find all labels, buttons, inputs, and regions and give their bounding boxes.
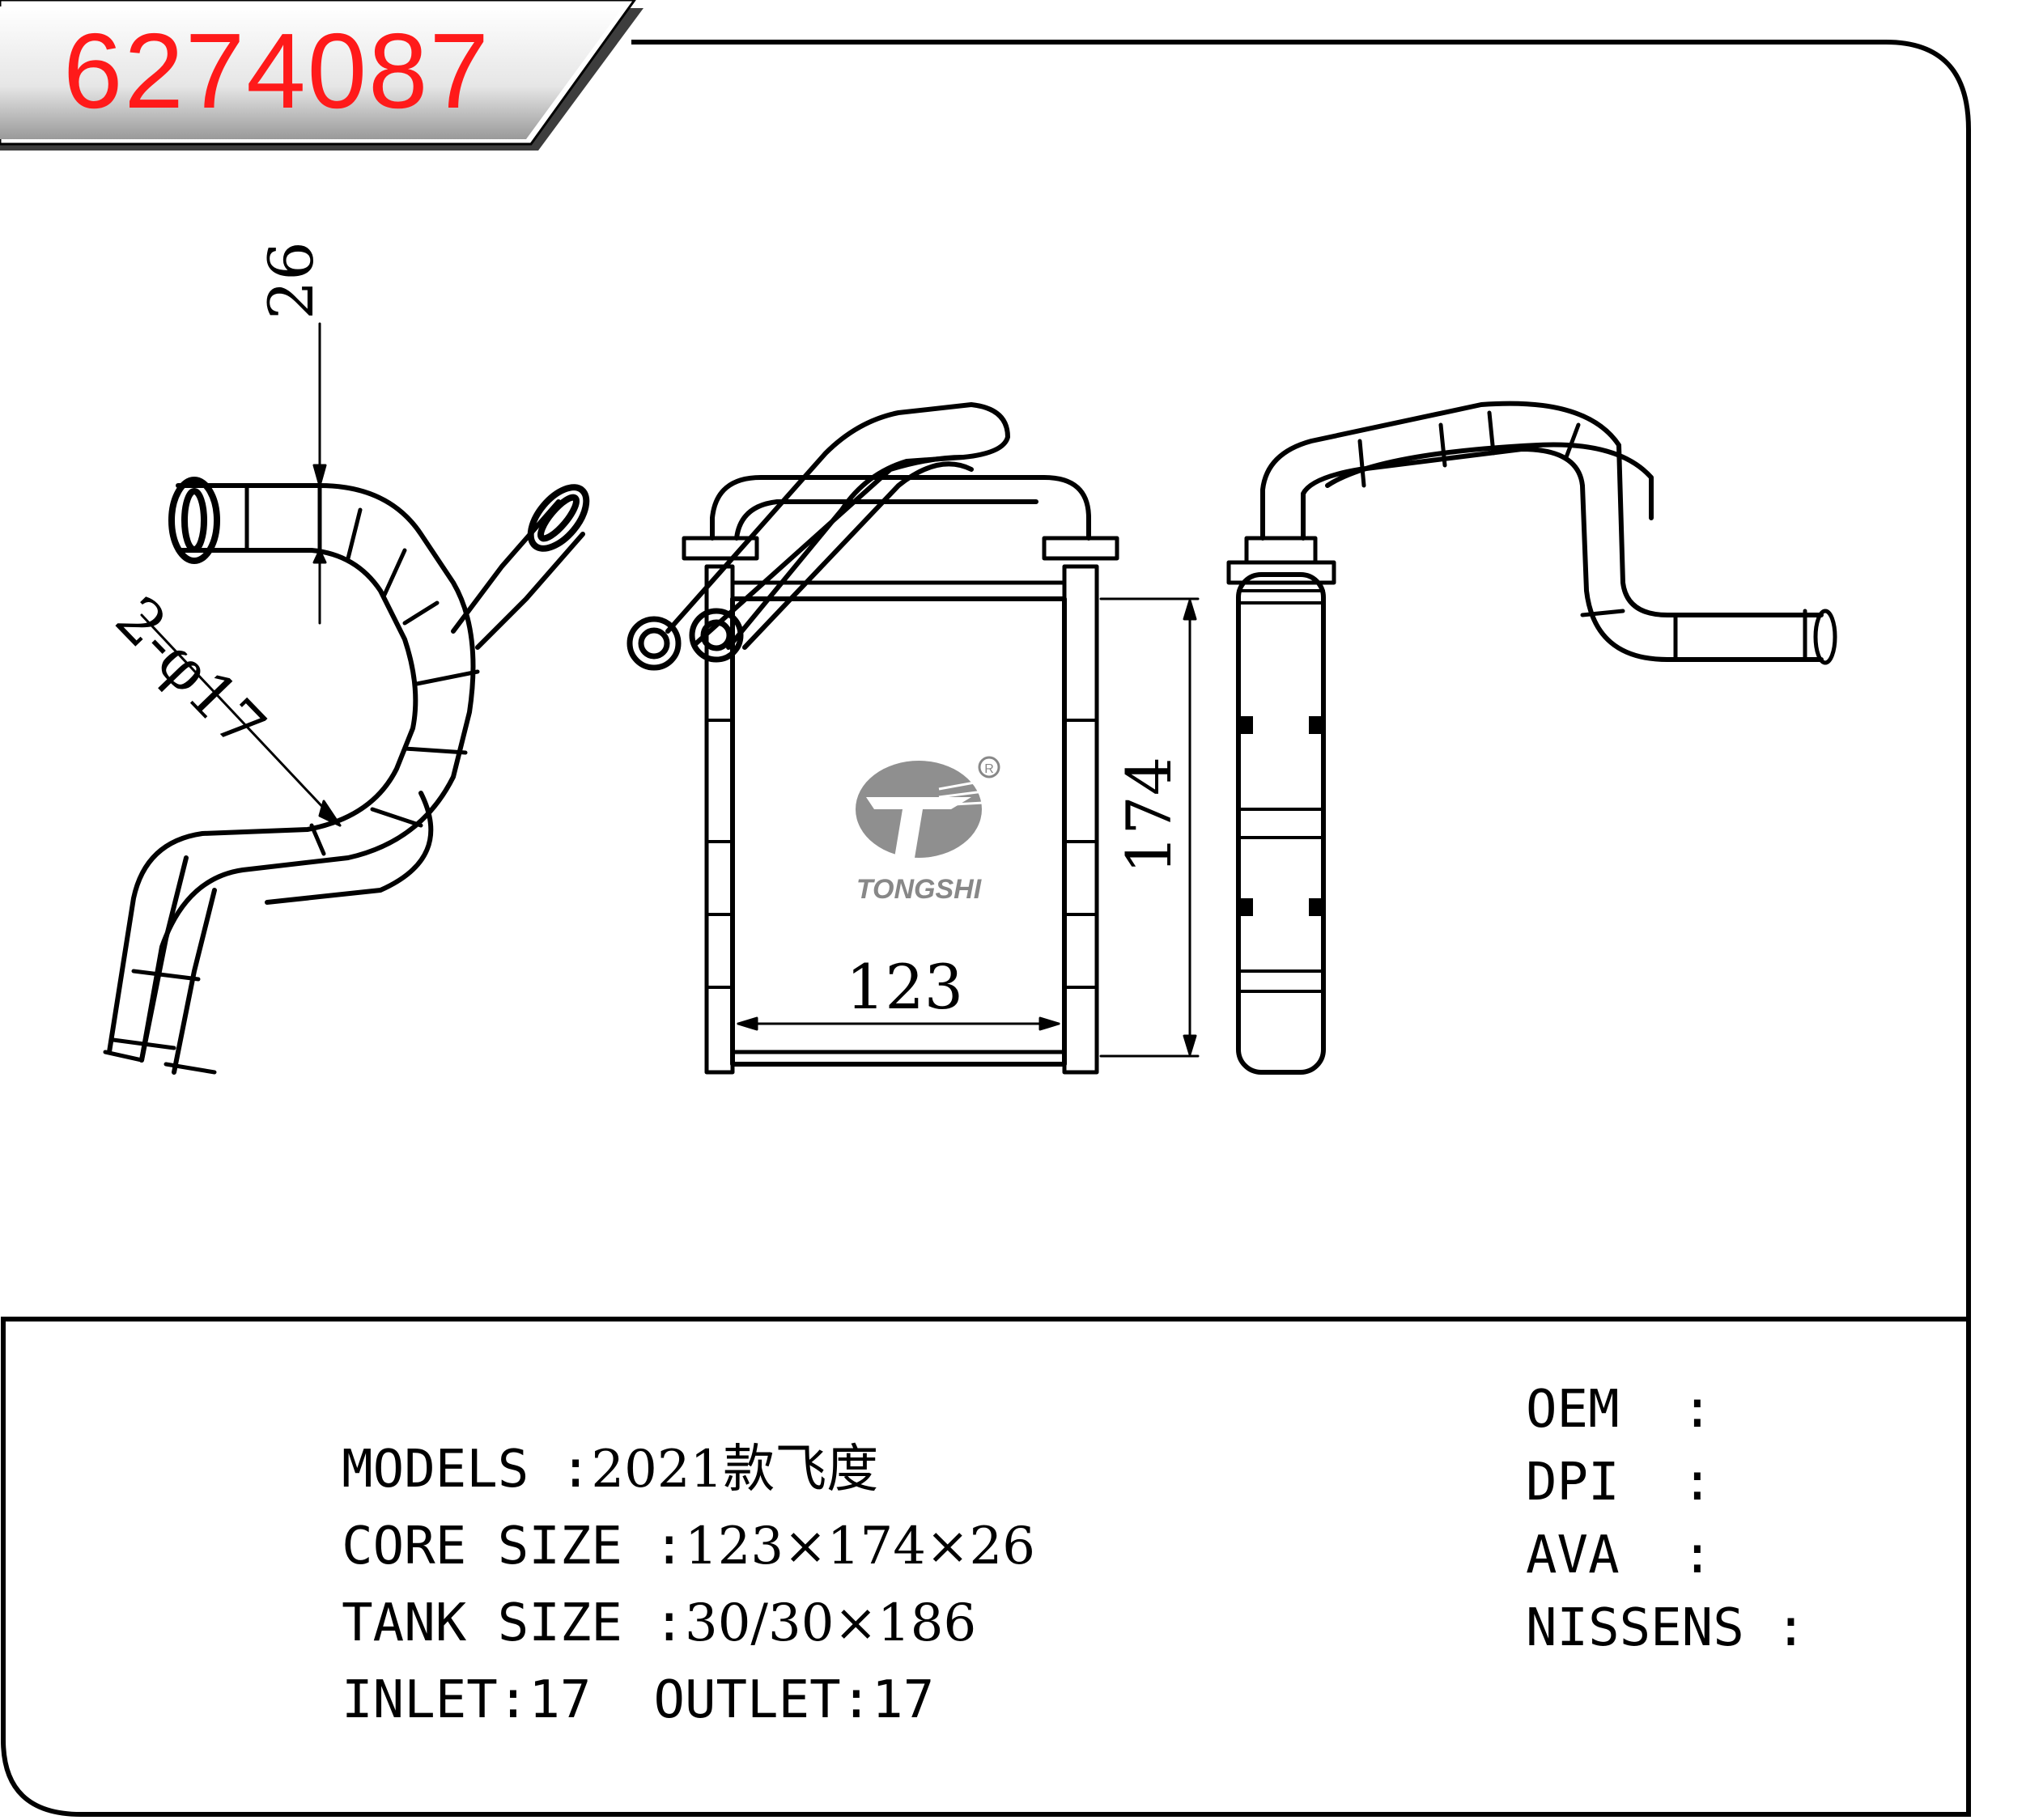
dimension-core-height: 174 — [1113, 756, 1185, 874]
models-label: MODELS : — [342, 1440, 592, 1500]
ref-ava: AVA : — [1526, 1525, 1714, 1585]
brand-name: TONGSHI — [856, 874, 983, 905]
spec-models: MODELS :2021款飞度 — [217, 1392, 878, 1547]
registered-mark: R — [984, 762, 994, 776]
core-size-value: 123×174×26 — [684, 1517, 1035, 1576]
dimension-thickness: 26 — [255, 241, 327, 320]
header-banner — [0, 0, 643, 151]
tank-size-label: TANK SIZE : — [342, 1593, 685, 1653]
tank-size-value: 30/30×186 — [684, 1593, 977, 1653]
spec-tank-size: TANK SIZE :30/30×186 — [217, 1546, 976, 1701]
inlet-spec: INLET:17 — [342, 1670, 592, 1730]
side-view — [1226, 401, 1837, 1075]
models-value: 2021款飞度 — [591, 1440, 879, 1500]
spec-core-size: CORE SIZE :123×174×26 — [217, 1469, 1035, 1624]
ref-oem: OEM : — [1526, 1380, 1714, 1440]
dimension-core-width: 123 — [846, 951, 964, 1023]
core-size-label: CORE SIZE : — [342, 1517, 685, 1576]
tongshi-logo: R TONGSHI — [856, 756, 1000, 905]
front-view — [626, 402, 1200, 1075]
outlet-spec: OUTLET:17 — [653, 1670, 935, 1730]
ref-nissens: NISSENS : — [1526, 1598, 1807, 1658]
spec-ports: INLET:17 OUTLET:17 — [217, 1623, 934, 1778]
part-number: 6274087 — [63, 11, 491, 130]
top-view — [103, 322, 590, 1075]
ref-dpi: DPI : — [1526, 1453, 1714, 1512]
sheet-frame — [0, 40, 1971, 1817]
